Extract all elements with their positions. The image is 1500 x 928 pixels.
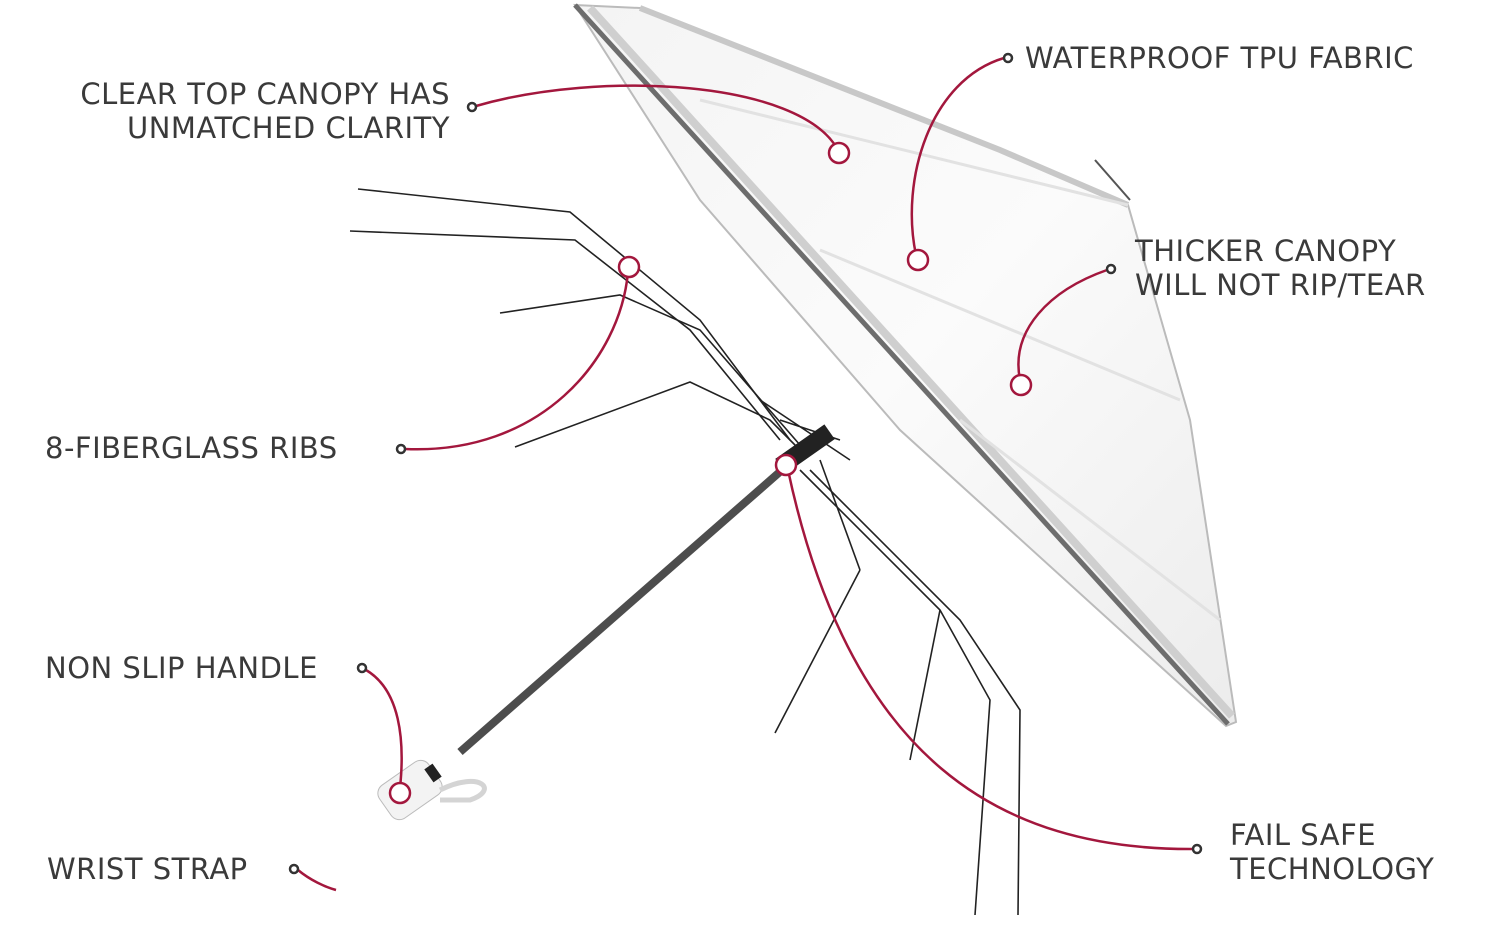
label-thicker-canopy: THICKER CANOPY WILL NOT RIP/TEAR — [1135, 234, 1426, 302]
wrist-strap — [438, 779, 487, 803]
label-line: THICKER CANOPY — [1135, 234, 1397, 268]
label-non-slip-handle: NON SLIP HANDLE — [45, 651, 318, 685]
label-clear-top-canopy: CLEAR TOP CANOPY HAS UNMATCHED CLARITY — [80, 77, 450, 145]
callout-dots — [288, 52, 1203, 875]
label-line: CLEAR TOP CANOPY HAS — [80, 77, 450, 111]
label-line: WILL NOT RIP/TEAR — [1135, 268, 1426, 302]
canopy — [573, 3, 1238, 728]
label-wrist-strap: WRIST STRAP — [47, 852, 248, 886]
callout-lines — [297, 56, 1194, 892]
label-waterproof-fabric: WATERPROOF TPU FABRIC — [1025, 41, 1414, 75]
label-fail-safe: FAIL SAFE TECHNOLOGY — [1230, 818, 1434, 886]
label-line: UNMATCHED CLARITY — [126, 111, 450, 145]
shaft — [457, 466, 785, 756]
callout-targets — [388, 141, 1033, 805]
label-line: FAIL SAFE — [1230, 818, 1377, 852]
label-fiberglass-ribs: 8-FIBERGLASS RIBS — [45, 431, 338, 465]
label-line: TECHNOLOGY — [1230, 852, 1435, 886]
